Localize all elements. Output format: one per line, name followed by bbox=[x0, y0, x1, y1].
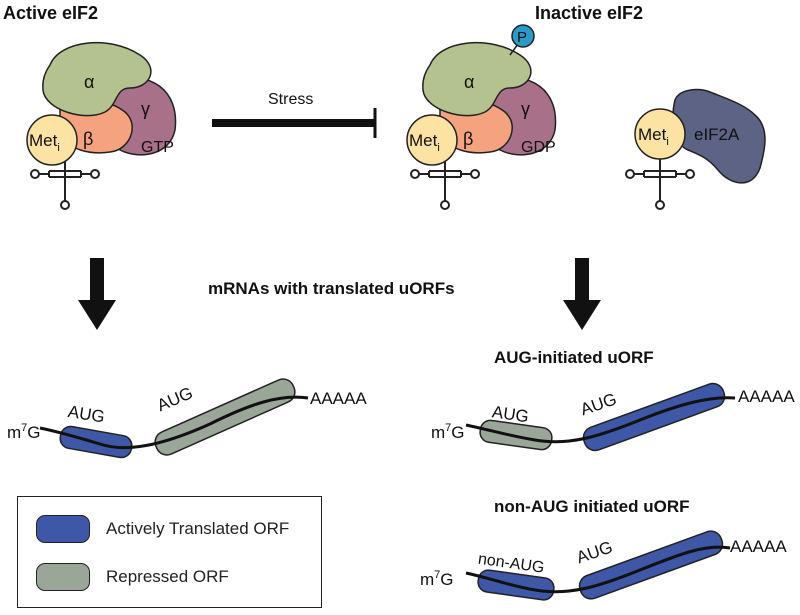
main-orf-active bbox=[582, 382, 726, 452]
legend-label-repressed: Repressed ORF bbox=[106, 567, 229, 586]
gamma-label-active: γ bbox=[141, 99, 150, 119]
mrna-non-aug-initiated: m7G non-AUG AUG AAAAA bbox=[420, 530, 787, 601]
uorf-aug-label-aug: AUG bbox=[491, 402, 530, 426]
alpha-subunit-inactive bbox=[422, 42, 532, 117]
polya-label-non-aug: AAAAA bbox=[730, 537, 787, 556]
legend: Actively Translated ORF Repressed ORF bbox=[17, 496, 322, 608]
uorf-aug-label-active: AUG bbox=[67, 402, 106, 427]
non-aug-initiated-title: non-AUG initiated uORF bbox=[494, 497, 689, 516]
alpha-label-inactive: α bbox=[464, 72, 474, 92]
gamma-label-inactive: γ bbox=[521, 99, 530, 119]
gdp-label: GDP bbox=[521, 139, 556, 156]
beta-label-inactive: β bbox=[463, 129, 473, 149]
trna-icon-eif2a bbox=[625, 154, 695, 210]
stress-label: Stress bbox=[268, 91, 313, 108]
down-arrow-right bbox=[563, 258, 601, 330]
eif2a-complex: Meti eIF2A bbox=[625, 88, 766, 210]
aug-initiated-title: AUG-initiated uORF bbox=[494, 348, 654, 367]
phosphate-icon bbox=[511, 24, 535, 48]
mrna-strand-aug bbox=[465, 396, 736, 444]
title-inactive-eif2: Inactive eIF2 bbox=[535, 3, 643, 23]
mrna-strand-active bbox=[39, 395, 309, 450]
eif2a-label: eIF2A bbox=[694, 125, 740, 144]
met-trna-active bbox=[26, 114, 78, 166]
cap-label-non-aug: m7G bbox=[420, 569, 454, 589]
legend-label-active: Actively Translated ORF bbox=[106, 519, 290, 538]
legend-swatch-repressed bbox=[36, 563, 90, 591]
met-label-eif2a: Meti bbox=[638, 125, 669, 148]
mrnas-uorf-title: mRNAs with translated uORFs bbox=[208, 279, 455, 298]
polya-label-aug: AAAAA bbox=[738, 387, 795, 406]
met-label-active: Meti bbox=[29, 131, 60, 154]
legend-swatch-active bbox=[36, 515, 90, 543]
inactive-eif2-complex: P α β γ Meti GDP bbox=[406, 24, 557, 210]
legend-row-active: Actively Translated ORF bbox=[36, 515, 289, 543]
legend-row-repressed: Repressed ORF bbox=[36, 563, 229, 591]
met-trna-inactive bbox=[406, 114, 458, 166]
phosphate-label: P bbox=[517, 29, 527, 46]
met-trna-eif2a bbox=[634, 108, 686, 160]
main-aug-label-active: AUG bbox=[154, 383, 195, 415]
mrna-active: m7G AUG AUG AAAAA bbox=[7, 378, 367, 459]
title-active-eif2: Active eIF2 bbox=[3, 3, 98, 23]
mrna-strand-non-aug bbox=[465, 545, 731, 594]
met-label-inactive: Meti bbox=[409, 131, 440, 154]
main-aug-label-aug: AUG bbox=[578, 389, 619, 419]
down-arrow-left bbox=[78, 258, 116, 330]
cap-label-active: m7G bbox=[7, 422, 41, 442]
alpha-subunit-active bbox=[42, 42, 152, 117]
cap-label-aug: m7G bbox=[431, 422, 465, 442]
active-eif2-complex: α β γ Meti GTP bbox=[26, 42, 177, 210]
polya-label-active: AAAAA bbox=[310, 389, 367, 408]
eif2a-protein bbox=[672, 88, 766, 184]
alpha-label-active: α bbox=[84, 72, 94, 92]
gtp-label: GTP bbox=[141, 139, 174, 156]
main-aug-label-non-aug: AUG bbox=[574, 537, 615, 567]
beta-label-active: β bbox=[83, 129, 93, 149]
mrna-aug-initiated: m7G AUG AUG AAAAA bbox=[431, 382, 795, 452]
